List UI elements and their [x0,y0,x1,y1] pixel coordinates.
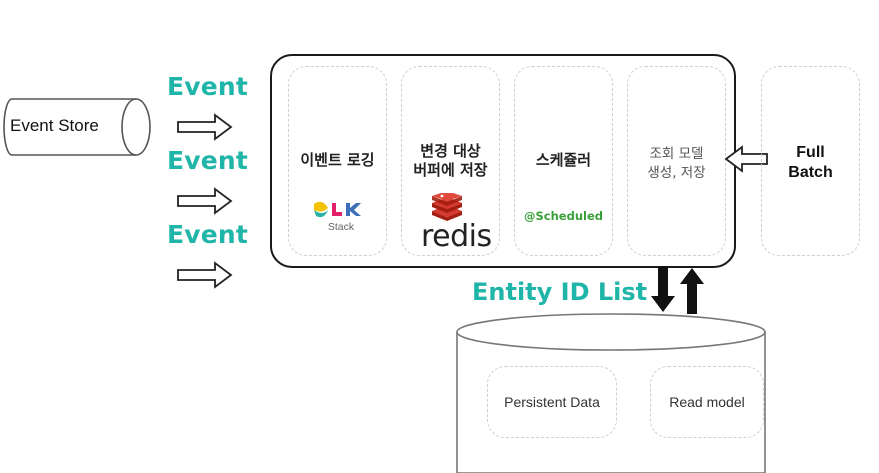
down-arrow-icon [651,266,675,312]
stage-title: 이벤트 로깅 [300,151,375,169]
elk-stack-text: Stack [327,221,355,233]
stage-buffer-save [401,66,500,256]
processing-pipeline-box [270,54,736,268]
stage-scheduler [514,66,613,256]
stage-title-line1: 조회 모델 [649,146,704,162]
stage-title-line2: 생성, 저장 [647,165,706,181]
redis-logo-text: redis [421,219,492,254]
scheduled-annotation-text: @Scheduled [524,209,603,223]
up-arrow-icon [680,268,704,314]
event-store-label: Event Store [10,116,99,135]
full-batch-label-line1: Full [796,144,825,161]
full-batch-label-line2: Batch [788,164,833,181]
stage-title-line1: 변경 대상 [420,142,481,160]
hollow-left-arrow-icon [724,145,768,173]
stage-event-logging [288,66,387,256]
persistent-data-store: Persistent Data [487,366,617,438]
event-store-cylinder [3,98,151,156]
stage-title: 스케쥴러 [535,151,592,169]
hollow-right-arrow-icon [177,187,233,215]
entity-id-list-label: Entity ID List [472,278,648,306]
event-label: Event [167,146,249,175]
hollow-right-arrow-icon [177,113,233,141]
redis-logo-icon [432,193,462,221]
stage-title-line2: 버퍼에 저장 [413,161,488,179]
stage-read-model-create [627,66,726,256]
hollow-right-arrow-icon [177,261,233,289]
read-model-store: Read model [650,366,764,438]
event-label: Event [167,72,249,101]
event-label: Event [167,220,249,249]
elk-logo-icon [314,201,361,218]
full-batch-box [761,66,860,256]
